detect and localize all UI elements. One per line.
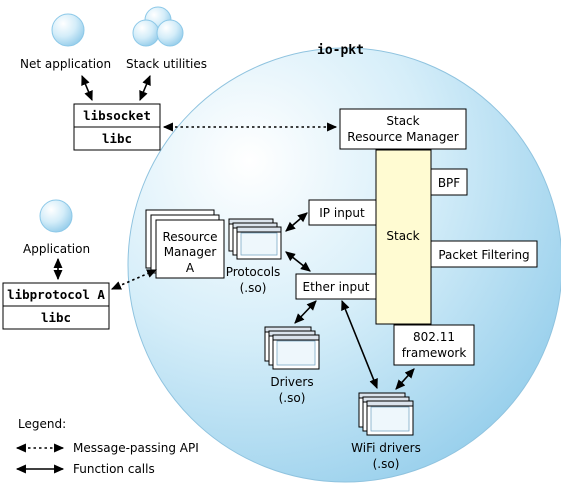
legend-title: Legend: (18, 417, 66, 431)
drivers-label-2: (.so) (279, 391, 306, 405)
libprotocol-box: libprotocol A libc (2, 282, 110, 330)
libsocket-box: libsocket libc (73, 103, 161, 151)
drivers-icon (264, 326, 320, 370)
application-ball (39, 199, 73, 233)
protocols-ether-arrow (285, 251, 311, 272)
ether-drivers-arrow (294, 300, 317, 324)
packet-filtering-box (430, 240, 538, 268)
protocols-label-2: (.so) (240, 281, 267, 295)
wifi-drivers-icon (358, 392, 414, 436)
protocols-ip-arrow (285, 212, 308, 232)
libc-label-2: libc (41, 310, 71, 325)
packet-filtering-label: Packet Filtering (438, 248, 529, 262)
net-app-arrow (81, 74, 93, 102)
ether-input-box (295, 273, 377, 300)
libprotocol-message-arrow (110, 269, 158, 290)
framework-line1: 802.11 (413, 330, 455, 344)
stack-utils-arrow (139, 74, 151, 102)
srm-line1: Stack (386, 114, 419, 128)
io-pkt-sphere (127, 47, 561, 483)
libsocket-label: libsocket (83, 108, 151, 123)
libprotocol-label: libprotocol A (7, 287, 105, 302)
net-app-ball (51, 13, 85, 47)
protocols-label-1: Protocols (226, 265, 281, 279)
io-pkt-title: io-pkt (317, 43, 364, 58)
framework-wifi-arrow (395, 368, 415, 390)
stack-label: Stack (386, 229, 419, 243)
ether-input-label: Ether input (303, 280, 370, 294)
stack-box (375, 149, 432, 325)
application-label: Application (23, 242, 90, 256)
net-application-label: Net application (20, 57, 111, 71)
srm-line2: Resource Manager (347, 130, 459, 144)
protocols-icon (228, 218, 282, 260)
bpf-label: BPF (438, 176, 460, 190)
rm-line1: Resource (162, 230, 217, 244)
stack-resource-manager-box: Stack Resource Manager (339, 108, 467, 150)
legend-function-label: Function calls (73, 462, 155, 476)
rm-line3: A (186, 261, 195, 275)
bpf-box (430, 168, 468, 196)
drivers-label-1: Drivers (270, 375, 313, 389)
rm-line2: Manager (164, 245, 217, 259)
stack-utilities-balls (132, 6, 184, 47)
wifi-drivers-label-2: (.so) (373, 457, 400, 471)
resource-manager-a-box: Resource Manager A (145, 209, 225, 279)
stack-utilities-label: Stack utilities (126, 57, 207, 71)
legend-message-label: Message-passing API (73, 441, 199, 455)
framework-box: 802.11 framework (393, 324, 475, 366)
libc-label-1: libc (102, 131, 132, 146)
ip-input-box (308, 199, 377, 226)
ether-wifi-arrow (341, 299, 378, 390)
framework-line2: framework (402, 346, 467, 360)
wifi-drivers-label-1: WiFi drivers (351, 441, 421, 455)
ip-input-label: IP input (319, 206, 365, 220)
